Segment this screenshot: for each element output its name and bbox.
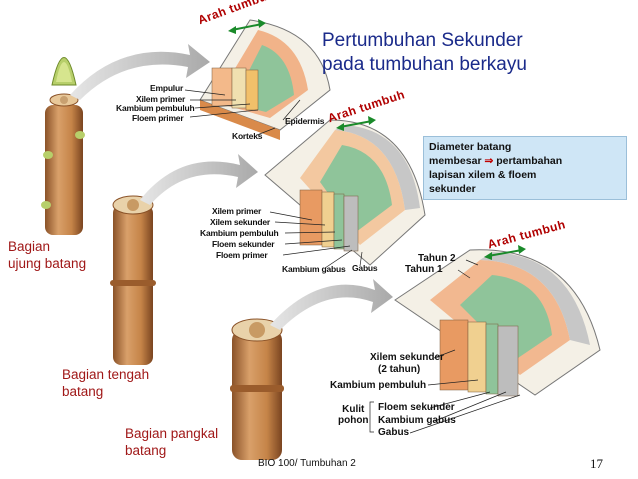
s2-kambium-pembuluh: Kambium pembuluh — [200, 228, 279, 238]
arrow-3 — [270, 279, 393, 330]
implies-arrow-icon: ⇒ — [484, 155, 494, 167]
stem-top-label-line2: ujung batang — [8, 256, 87, 271]
arrow-2 — [140, 154, 258, 205]
s1-xilem-primer: Xilem primer — [136, 94, 186, 104]
s1-korteks: Korteks — [232, 131, 263, 141]
stem-base-label-line2: batang — [125, 443, 167, 458]
slide-title-line1: Pertumbuhan Sekunder — [322, 30, 523, 51]
stem-middle-label-line1: Bagian tengah — [62, 367, 150, 382]
stem-middle-illustration — [110, 195, 156, 365]
s2-kambium-gabus: Kambium gabus — [282, 264, 346, 274]
s3-tahun2: Tahun 2 — [418, 253, 456, 264]
footer-text: BIO 100/ Tumbuhan 2 — [258, 458, 356, 469]
s1-kambium-pembuluh: Kambium pembuluh — [116, 103, 195, 113]
s3-kulit-pohon: Kulit pohon — [338, 404, 369, 426]
note-line2b: pertambahan — [496, 155, 563, 167]
section3-wedge — [394, 249, 601, 397]
section2-leaders — [269, 211, 363, 269]
s3-pohon: pohon — [338, 415, 369, 426]
s1-epidermis: Epidermis — [285, 116, 325, 126]
s2-xilem-primer: Xilem primer — [212, 206, 262, 216]
stem-middle-label: Bagian tengah batang — [62, 366, 149, 400]
s3-kambium-gabus: Kambium gabus — [378, 415, 456, 426]
note-line1: Diameter batang — [429, 141, 512, 153]
s3-floem-sekunder: Floem sekunder — [378, 402, 455, 413]
s3-tahun1: Tahun 1 — [405, 264, 443, 275]
slide-title-line2: pada tumbuhan berkayu — [322, 54, 527, 75]
note-line4: sekunder — [429, 183, 476, 195]
note-line3: lapisan xilem & floem — [429, 169, 537, 181]
stem-base-illustration — [230, 318, 284, 460]
s2-floem-sekunder: Floem sekunder — [212, 239, 275, 249]
section3-leaders — [369, 259, 521, 434]
note-line2a: membesar — [429, 155, 482, 167]
stem-top-label-line1: Bagian — [8, 239, 51, 254]
note-line2: membesar ⇒ pertambahan — [429, 154, 621, 168]
stem-base-label-line1: Bagian pangkal — [125, 426, 219, 441]
section2-wedge — [264, 119, 426, 266]
s2-gabus: Gabus — [352, 263, 378, 273]
s1-floem-primer: Floem primer — [132, 113, 184, 123]
note-box: Diameter batang membesar ⇒ pertambahan l… — [423, 136, 627, 200]
s3-dua-tahun: (2 tahun) — [378, 364, 421, 375]
page-number: 17 — [590, 456, 603, 471]
arrow-1 — [70, 44, 210, 100]
s2-floem-primer: Floem primer — [216, 250, 268, 260]
s3-xilem-sekunder: Xilem sekunder — [370, 352, 444, 363]
s3-kambium-pembuluh: Kambium pembuluh — [330, 380, 427, 391]
s1-empulur: Empulur — [150, 83, 184, 93]
section1-leaders — [184, 89, 301, 136]
s3-kulit: Kulit — [342, 404, 365, 415]
stem-tip-illustration — [41, 57, 85, 235]
stem-top-label: Bagian ujung batang — [8, 238, 86, 272]
s2-xilem-sekunder: Xilem sekunder — [210, 217, 271, 227]
stem-middle-label-line2: batang — [62, 384, 104, 399]
stem-base-label: Bagian pangkal batang — [125, 425, 218, 459]
s3-gabus: Gabus — [378, 427, 410, 438]
